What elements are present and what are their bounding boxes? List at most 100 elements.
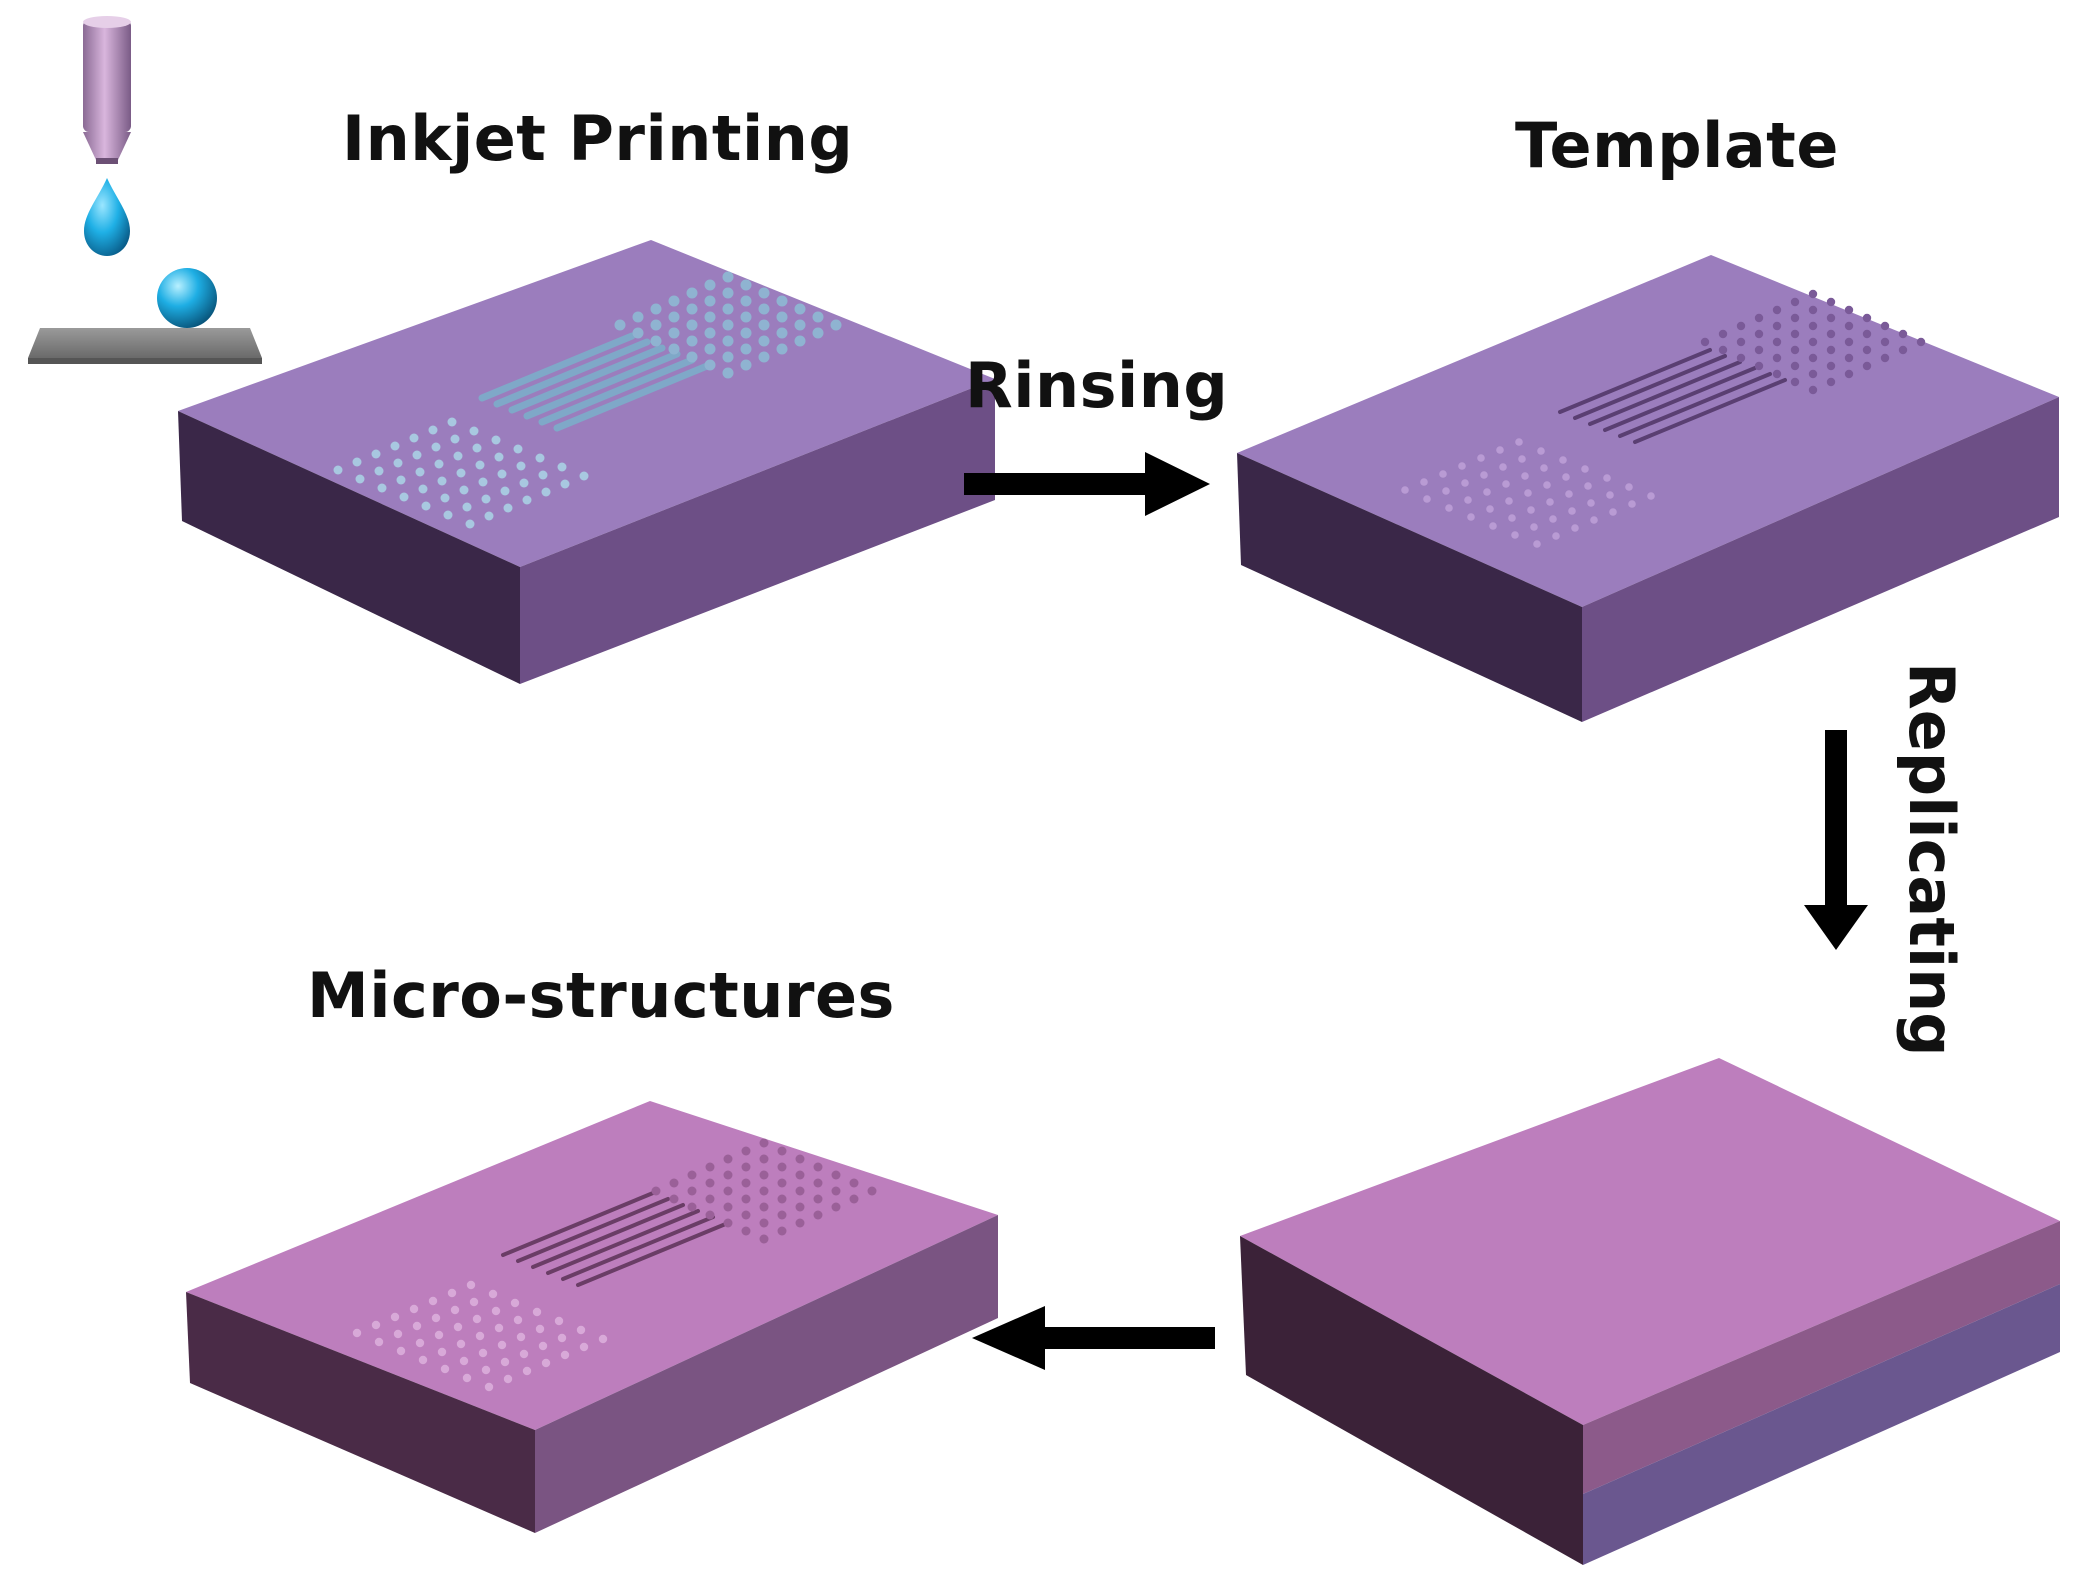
printed-grid-cell: [704, 359, 716, 371]
printed-grid-cell: [740, 279, 752, 291]
micro-dot: [450, 1305, 460, 1315]
printed-dot: [374, 466, 384, 476]
micro-grid-cell: [723, 1186, 733, 1196]
inkjet-printing-label: Inkjet Printing: [342, 102, 854, 175]
template-dot-hole: [1467, 513, 1475, 521]
template-grid-hole: [1808, 305, 1818, 315]
printed-dot: [500, 486, 510, 496]
printed-grid-cell: [668, 343, 680, 355]
micro-grid-cell: [759, 1138, 769, 1148]
replica-side-face-lower: [1583, 1284, 2060, 1565]
printed-grid-cell: [758, 335, 770, 347]
printed-dot: [465, 519, 475, 529]
micro-grid-cell: [759, 1170, 769, 1180]
micro-dot: [497, 1340, 507, 1350]
template-grid-hole: [1826, 345, 1836, 355]
microstructure-substrate: [186, 1101, 998, 1533]
template-grid-hole: [1808, 353, 1818, 363]
template-dot-hole: [1587, 499, 1595, 507]
ink-droplet-icon: [84, 178, 130, 256]
micro-dot: [513, 1315, 523, 1325]
printed-grid-cell: [650, 335, 662, 347]
printed-line-array: [478, 332, 711, 432]
micro-grid-cell: [669, 1194, 679, 1204]
template-dot-holes: [1401, 438, 1655, 548]
micro-dot: [459, 1356, 469, 1366]
micro-dot: [374, 1337, 384, 1347]
printed-dot: [399, 492, 409, 502]
template-dot-hole: [1568, 507, 1576, 515]
micro-grid-cell: [723, 1170, 733, 1180]
micro-grid-cell: [687, 1170, 697, 1180]
micro-side-face: [535, 1215, 998, 1533]
template-grid-hole: [1790, 361, 1800, 371]
micro-dot: [598, 1334, 608, 1344]
printed-dot: [443, 510, 453, 520]
micro-grid-cell: [669, 1178, 679, 1188]
micro-structures-label: Micro-structures: [307, 959, 895, 1032]
template-dot-hole: [1496, 446, 1504, 454]
micro-dot: [396, 1346, 406, 1356]
micro-grid-cell: [723, 1218, 733, 1228]
template-grid-hole: [1898, 329, 1908, 339]
template-dot-hole: [1461, 479, 1469, 487]
micro-grid-cell: [777, 1146, 787, 1156]
micro-dot: [538, 1341, 548, 1351]
printed-grid-cell: [812, 311, 824, 323]
micro-line-array: [501, 1191, 730, 1287]
template-dot-hole: [1527, 506, 1535, 514]
printed-dot: [396, 475, 406, 485]
template-dot-hole: [1571, 524, 1579, 532]
template-dot-hole: [1537, 447, 1545, 455]
printed-grid-cell: [686, 287, 698, 299]
template-dot-hole: [1423, 495, 1431, 503]
micro-grid-cell: [741, 1210, 751, 1220]
print-platform-icon: [28, 328, 262, 358]
template-dot-hole: [1565, 490, 1573, 498]
template-dot-hole: [1543, 481, 1551, 489]
template-dot-hole: [1533, 540, 1541, 548]
template-grid-hole: [1826, 361, 1836, 371]
template-grid-hole: [1862, 313, 1872, 323]
printed-dot: [481, 494, 491, 504]
template-grid-hole: [1880, 321, 1890, 331]
template-grid-hole: [1826, 329, 1836, 339]
printed-grid-cell: [740, 343, 752, 355]
template-dot-hole: [1518, 455, 1526, 463]
printer-illustration: [28, 16, 262, 364]
template-dot-hole: [1590, 516, 1598, 524]
template-grid-hole: [1790, 377, 1800, 387]
template-grid-hole: [1844, 369, 1854, 379]
printed-grid-cell: [722, 335, 734, 347]
micro-grid-cell: [777, 1178, 787, 1188]
template-grid-hole: [1790, 297, 1800, 307]
template-line-groove: [1603, 366, 1757, 432]
template-dot-hole: [1511, 531, 1519, 539]
template-grid-hole: [1808, 321, 1818, 331]
micro-dot: [488, 1289, 498, 1299]
printed-grid-cell: [758, 319, 770, 331]
template-dot-hole: [1480, 471, 1488, 479]
printed-dot: [557, 462, 567, 472]
printed-grid-cell: [794, 335, 806, 347]
template-dot-hole: [1549, 515, 1557, 523]
micro-dot: [466, 1280, 476, 1290]
printed-dot: [447, 417, 457, 427]
printed-dot: [462, 502, 472, 512]
micro-dot: [500, 1357, 510, 1367]
template-grid-hole: [1772, 305, 1782, 315]
micro-dot: [557, 1333, 567, 1343]
micro-dot: [447, 1288, 457, 1298]
micro-grid-cell: [849, 1194, 859, 1204]
printed-line: [553, 362, 711, 432]
printed-dot: [390, 441, 400, 451]
replica-top-face: [1240, 1058, 2060, 1425]
template-line-groove: [1618, 372, 1772, 438]
deposited-droplet-icon: [157, 268, 217, 328]
micro-dot: [491, 1306, 501, 1316]
template-grid-hole: [1844, 321, 1854, 331]
micro-grid-cell: [831, 1186, 841, 1196]
template-dot-hole: [1477, 454, 1485, 462]
micro-line: [546, 1209, 700, 1275]
template-dot-hole: [1464, 496, 1472, 504]
